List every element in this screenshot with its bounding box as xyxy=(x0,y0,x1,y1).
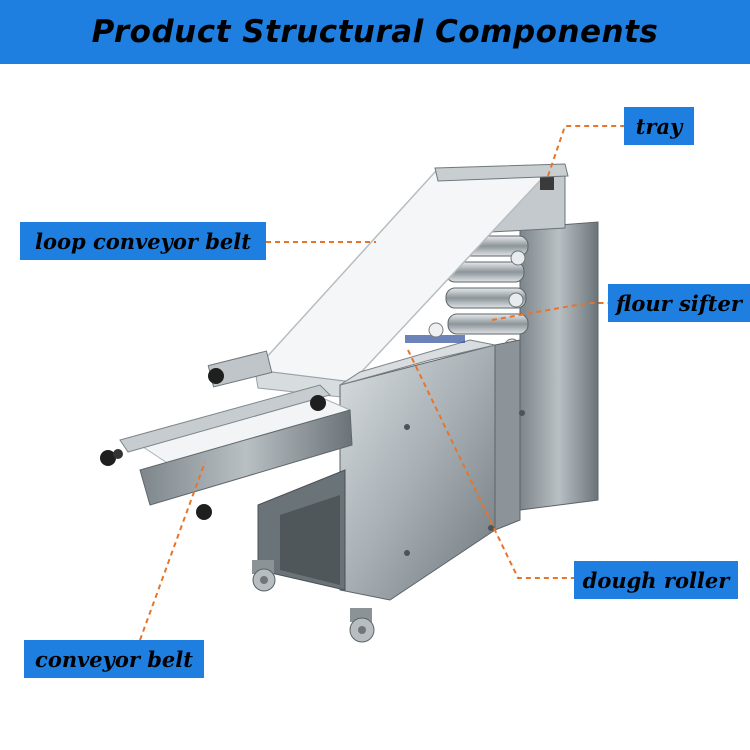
leader-dough-roller xyxy=(407,349,574,579)
flour-sifter xyxy=(405,322,465,343)
page-title: Product Structural Components xyxy=(91,14,659,50)
leader-flour-sifter xyxy=(491,302,608,321)
label-loop-conveyor-belt: loop conveyor belt xyxy=(20,222,266,260)
leader-tray xyxy=(547,125,624,177)
leader-lines xyxy=(139,125,624,641)
label-flour-sifter: flour sifter xyxy=(608,284,750,322)
lower-frame xyxy=(257,469,346,591)
tray xyxy=(434,163,569,182)
conveyor-belt xyxy=(119,350,353,506)
label-dough-roller: dough roller xyxy=(574,561,738,599)
label-tray: tray xyxy=(624,107,694,145)
loop-conveyor-belt xyxy=(253,168,554,399)
knobs xyxy=(100,368,326,520)
leader-conveyor-belt xyxy=(139,461,206,641)
label-conveyor-belt: conveyor belt xyxy=(24,640,204,678)
header-banner xyxy=(0,0,750,64)
main-cabinet xyxy=(339,339,525,601)
casters xyxy=(252,560,375,643)
